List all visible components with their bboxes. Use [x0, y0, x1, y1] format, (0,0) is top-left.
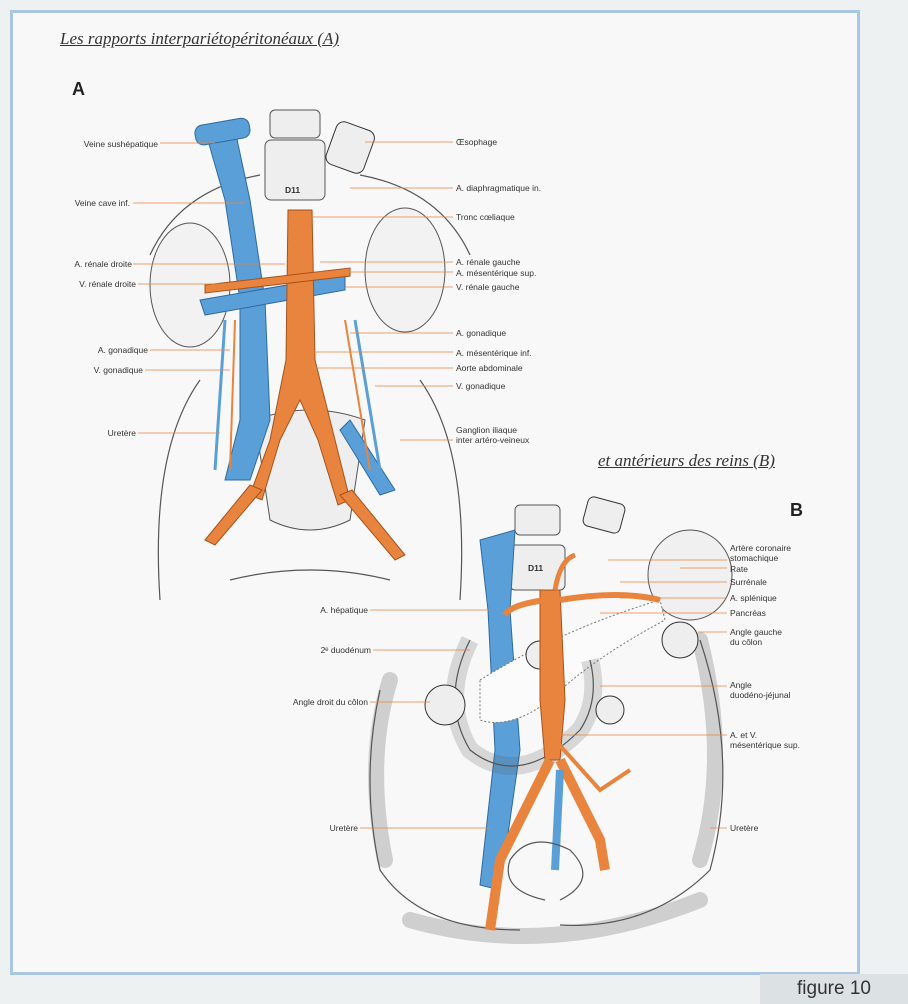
label-uretere-b-right: Uretère [730, 823, 758, 833]
label-v-renale-droite: V. rénale droite [30, 279, 136, 289]
figure-a-drawing [150, 110, 470, 600]
label-veine-cave-inf: Veine cave inf. [30, 198, 130, 208]
label-a-mesenterique-sup: A. mésentérique sup. [456, 268, 536, 278]
label-artere-coronaire: Artère coronaire stomachique [730, 543, 791, 563]
label-veine-sushepatique: Veine sushépatique [54, 139, 158, 149]
label-a-renale-droite: A. rénale droite [30, 259, 132, 269]
aorta-b [540, 590, 565, 760]
kidney-left-a [365, 208, 445, 332]
label-oesophage: Œsophage [456, 137, 497, 147]
label-a-renale-gauche: A. rénale gauche [456, 257, 520, 267]
label-uretere-a: Uretère [40, 428, 136, 438]
label-a-gonadique-right: A. gonadique [456, 328, 506, 338]
title-a: Les rapports interpariétopéritonéaux (A) [60, 29, 339, 49]
label-a-v-mesenterique-sup: A. et V. mésentérique sup. [730, 730, 800, 750]
label-uretere-b-left: Uretère [270, 823, 358, 833]
vertebra-label-a: D11 [285, 185, 300, 195]
label-angle-droit-colon: Angle droit du côlon [250, 697, 368, 707]
label-angle-gauche-colon: Angle gauche du côlon [730, 627, 782, 647]
label-angle-duodeno-jejunal: Angle duodéno-jéjunal [730, 680, 791, 700]
label-v-gonadique-left: V. gonadique [40, 365, 143, 375]
label-rate: Rate [730, 564, 748, 574]
label-v-renale-gauche: V. rénale gauche [456, 282, 520, 292]
label-ganglion-iliaque: Ganglion iliaque inter artéro-veineux [456, 425, 529, 445]
label-tronc-coeliaque: Tronc cœliaque [456, 212, 515, 222]
label-a-mesenterique-inf: A. mésentérique inf. [456, 348, 532, 358]
iliac-artery-a [205, 485, 262, 545]
title-b: et antérieurs des reins (B) [598, 451, 775, 471]
letter-a: A [72, 79, 85, 100]
letter-b: B [790, 500, 803, 521]
label-a-gonadique-left: A. gonadique [40, 345, 148, 355]
esophagus-a [324, 120, 377, 176]
label-a-diaphragmatique: A. diaphragmatique in. [456, 183, 541, 193]
label-a-splenique: A. splénique [730, 593, 777, 603]
label-pancreas: Pancréas [730, 608, 766, 618]
figure-b-drawing [370, 496, 732, 936]
label-aorte-abdominale: Aorte abdominale [456, 363, 523, 373]
label-surrenale: Surrénale [730, 577, 767, 587]
figure-number: figure 10 [760, 974, 908, 1004]
label-v-gonadique-right: V. gonadique [456, 381, 505, 391]
label-a-hepatique: A. hépatique [270, 605, 368, 615]
label-2e-duodenum: 2ᵉ duodénum [270, 645, 371, 655]
vertebra-label-b: D11 [528, 563, 543, 573]
